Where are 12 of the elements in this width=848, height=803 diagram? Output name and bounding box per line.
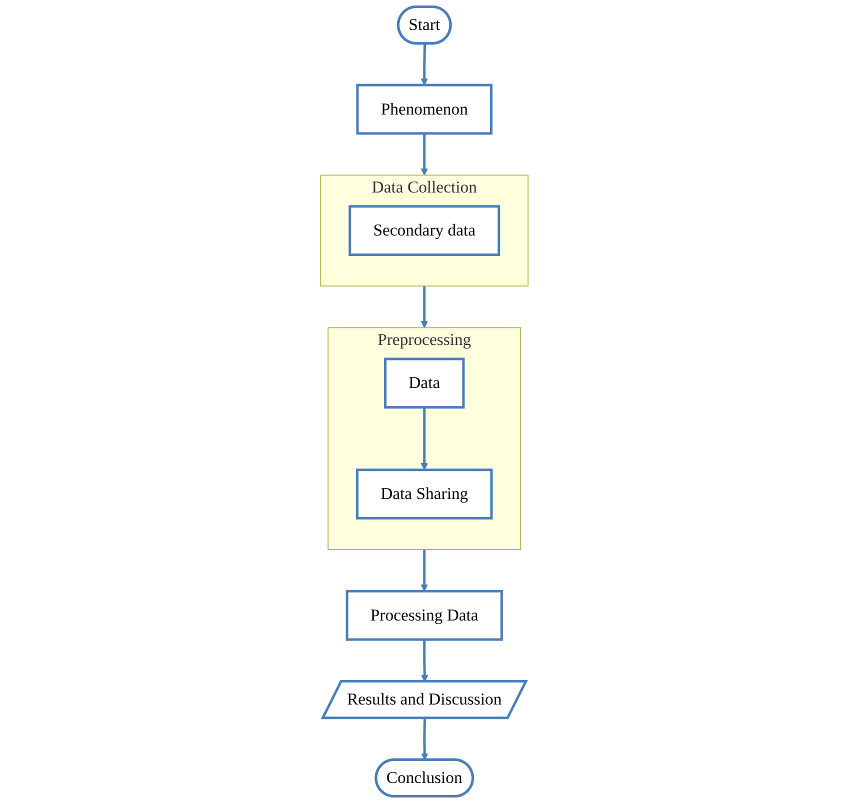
arrow bbox=[420, 44, 428, 86]
node-box: Phenomenon bbox=[356, 84, 492, 135]
arrow bbox=[420, 718, 428, 760]
arrow bbox=[420, 550, 428, 592]
node-box: Processing Data bbox=[345, 590, 503, 641]
arrow bbox=[420, 407, 428, 470]
arrow bbox=[420, 133, 428, 176]
arrow bbox=[420, 640, 428, 682]
node-box: Data bbox=[384, 358, 464, 409]
node-box: Data Sharing bbox=[356, 468, 492, 520]
node-box: Secondary data bbox=[348, 205, 500, 256]
arrow bbox=[420, 286, 428, 328]
